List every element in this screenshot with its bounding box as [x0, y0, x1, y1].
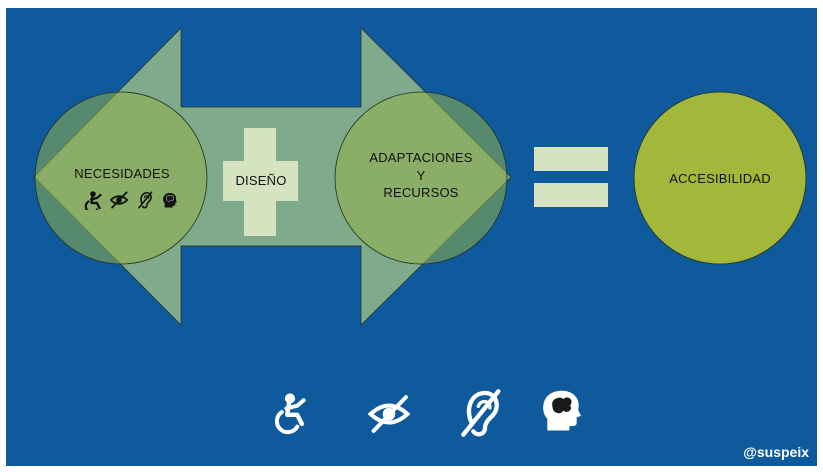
- needs-circle: [34, 91, 208, 265]
- accessibility-label: ACCESIBILIDAD: [669, 171, 771, 186]
- wheelchair-icon: [84, 190, 102, 210]
- equals-sign: [534, 147, 608, 207]
- slide: NECESIDADES DISEÑO ADAPTACIONES Y RECURS…: [6, 8, 817, 466]
- hearing-impaired-icon: [136, 191, 154, 209]
- low-vision-icon-large: [364, 394, 414, 434]
- adaptations-circle: [334, 91, 508, 265]
- adaptations-line-1: ADAPTACIONES: [369, 150, 473, 165]
- accessibility-circle: [633, 91, 807, 265]
- low-vision-icon: [110, 191, 128, 209]
- hearing-impaired-icon-large: [458, 388, 502, 438]
- adaptations-line-3: RECURSOS: [383, 185, 459, 201]
- cognitive-brain-icon: [162, 191, 178, 209]
- needs-label: NECESIDADES: [74, 166, 170, 181]
- diagram-canvas: [6, 8, 817, 466]
- author-handle: @suspeix: [743, 444, 809, 460]
- plus-sign: [223, 128, 298, 236]
- adaptations-label: ADAPTACIONES Y RECURSOS: [346, 149, 496, 202]
- needs-icon-group: [84, 190, 178, 210]
- adaptations-line-2: Y: [416, 167, 426, 183]
- design-label: DISEÑO: [235, 173, 287, 188]
- wheelchair-icon-large: [270, 388, 310, 438]
- cognitive-brain-icon-large: [540, 386, 584, 434]
